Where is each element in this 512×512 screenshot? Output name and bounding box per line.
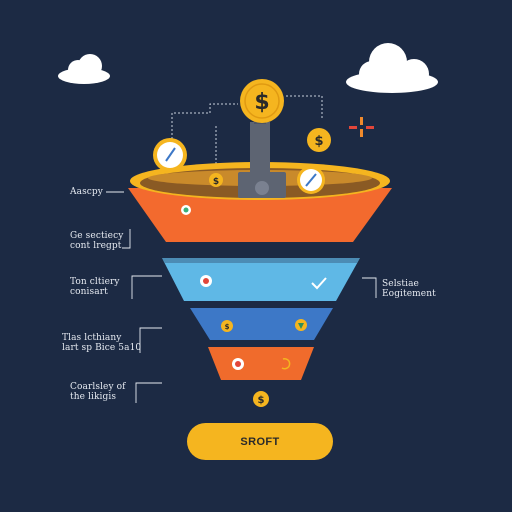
stage-label-3-line-1: Ton cltiery <box>70 277 120 287</box>
stage-label-2-line-2: cont lregpt <box>70 241 122 251</box>
cloud-right-icon <box>346 43 438 93</box>
gauge-icon <box>297 166 325 194</box>
layer-4-refresh-icon <box>281 357 291 370</box>
stage-label-right-line-1: Selstiae <box>382 279 419 289</box>
bottom-coin-icon: $ <box>253 391 269 407</box>
stage-label-1: Aascpy <box>70 187 103 197</box>
cloud-left-icon <box>58 54 110 84</box>
stage-label-5: Coarlsley of the likigis <box>70 382 126 402</box>
bottom-coin-symbol: $ <box>258 395 265 406</box>
pipe-icon <box>238 114 286 198</box>
stage-label-right-line-2: Eogitement <box>382 289 436 299</box>
clock-icon <box>153 138 187 172</box>
stage-label-5-line-2: the likigis <box>70 392 117 402</box>
layer-4-target-icon <box>232 358 244 370</box>
stage-label-4-line-1: Tlas lcthiany <box>62 333 122 343</box>
stage-label-2-line-1: Ge sectiecy <box>70 231 124 241</box>
stage-label-4: Tlas lcthiany lart sp Bice 5a10 <box>62 333 141 353</box>
stage-label-2: Ge sectiecy cont lregpt <box>70 231 123 251</box>
svg-text:$: $ <box>225 323 230 331</box>
funnel-layer-3 <box>190 308 333 340</box>
funnel-layer-4 <box>208 347 314 380</box>
small-coin-symbol: $ <box>314 134 323 149</box>
checkmark-icon <box>311 277 327 290</box>
label-leader-lines <box>106 191 377 403</box>
layer-2-badge-icon <box>200 275 212 287</box>
stage-label-3-line-2: conisart <box>70 287 108 297</box>
layer-1-marker-icon <box>181 205 191 215</box>
layer-3-pin-icon <box>295 319 307 331</box>
cta-button[interactable]: SROFT <box>187 423 333 460</box>
stage-label-5-line-1: Coarlsley of <box>70 382 126 392</box>
top-coin-symbol: $ <box>254 90 269 115</box>
stage-label-right: Selstiae Eogitement <box>382 279 436 299</box>
funnel-layer-2 <box>162 258 360 301</box>
rim-coin-icon: $ <box>209 173 223 187</box>
sparkle-icon <box>349 117 374 137</box>
stage-label-3: Ton cltiery conisart <box>70 277 120 297</box>
stage-label-1-line-1: Aascpy <box>70 187 103 197</box>
rim-coin-symbol: $ <box>213 177 219 187</box>
small-coin-right-icon: $ <box>307 128 331 152</box>
layer-3-coin-icon: $ <box>221 320 233 332</box>
stage-label-4-line-2: lart sp Bice 5a10 <box>62 343 142 353</box>
top-coin-icon: $ <box>240 79 284 123</box>
